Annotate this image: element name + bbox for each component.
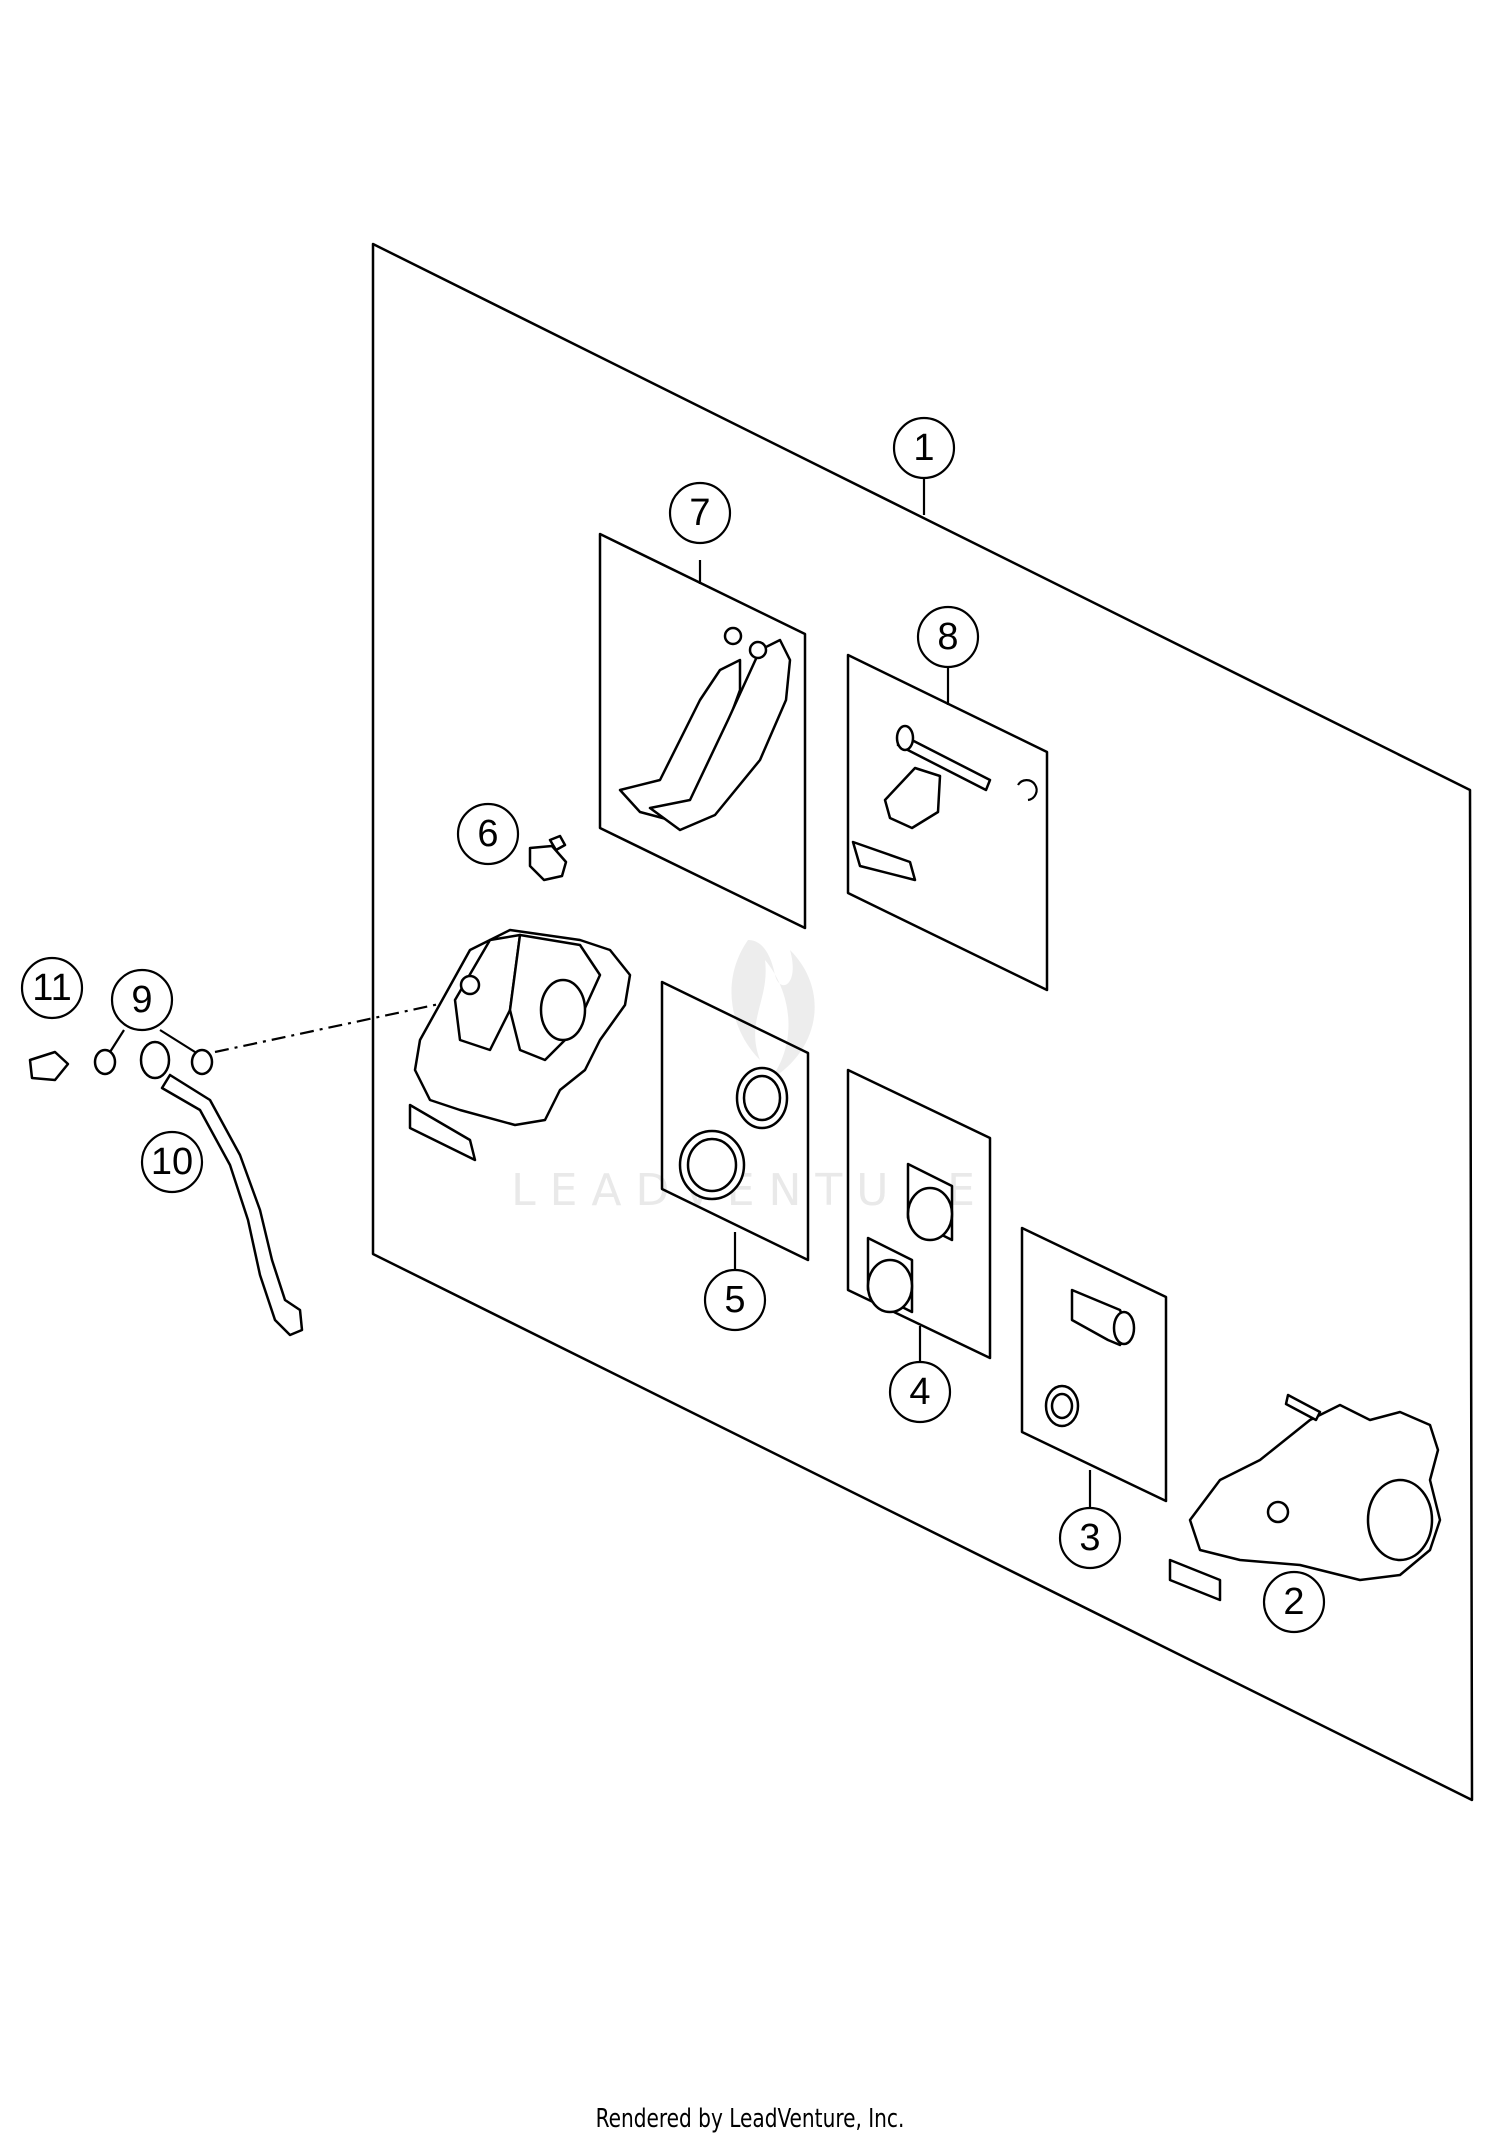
caliper-bracket-part	[1168, 1393, 1442, 1602]
banjo-fitting	[139, 1040, 171, 1080]
callout-8-label: 8	[937, 616, 958, 658]
bleed-valve-part	[528, 834, 568, 882]
guide-bolts-part	[1044, 1288, 1136, 1428]
callout-9: 9	[110, 968, 174, 1032]
brake-hose	[160, 1073, 304, 1337]
kit-sheet-1	[371, 242, 1474, 1802]
callout-6-label: 6	[477, 813, 498, 855]
sheet-pin-kit	[846, 653, 1049, 992]
watermark-flame-icon	[731, 940, 815, 1080]
brake-pads-part	[618, 626, 792, 832]
callout-7: 7	[668, 481, 732, 545]
callout-5-label: 5	[724, 1279, 745, 1321]
callout-1-label: 1	[913, 427, 934, 469]
banjo-bolt	[28, 1050, 70, 1082]
callout-10: 10	[140, 1130, 204, 1194]
leader-lines	[109, 477, 1092, 1508]
callout-8: 8	[916, 605, 980, 669]
sheet-brake-pads	[598, 532, 807, 930]
callout-11: 11	[20, 956, 84, 1020]
callout-5: 5	[703, 1268, 767, 1332]
callout-9-label: 9	[131, 979, 152, 1021]
sheet-seal-kit	[660, 980, 810, 1262]
sealing-washer-right	[190, 1048, 214, 1076]
callout-2-label: 2	[1283, 1581, 1304, 1623]
callout-1: 1	[892, 416, 956, 480]
brake-line-parts	[28, 1040, 304, 1337]
piston-seals-part	[678, 1066, 789, 1201]
callout-4: 4	[888, 1360, 952, 1424]
pistons-part	[866, 1162, 954, 1314]
sheet-pistons	[846, 1068, 992, 1360]
callout-2: 2	[1262, 1570, 1326, 1634]
caliper-body-part	[408, 928, 632, 1162]
callout-7-label: 7	[689, 492, 710, 534]
callout-4-label: 4	[909, 1371, 930, 1413]
sealing-washer-left	[93, 1048, 117, 1076]
sheet-guide-bolts	[1020, 1226, 1168, 1503]
footer-credit: Rendered by LeadVenture, Inc.	[595, 2104, 905, 2134]
pin-kit-part	[851, 724, 1038, 882]
callout-6: 6	[456, 802, 520, 866]
callout-11-label: 11	[32, 967, 71, 1009]
callout-3: 3	[1058, 1506, 1122, 1570]
callout-10-label: 10	[151, 1141, 193, 1183]
callout-3-label: 3	[1079, 1517, 1100, 1559]
